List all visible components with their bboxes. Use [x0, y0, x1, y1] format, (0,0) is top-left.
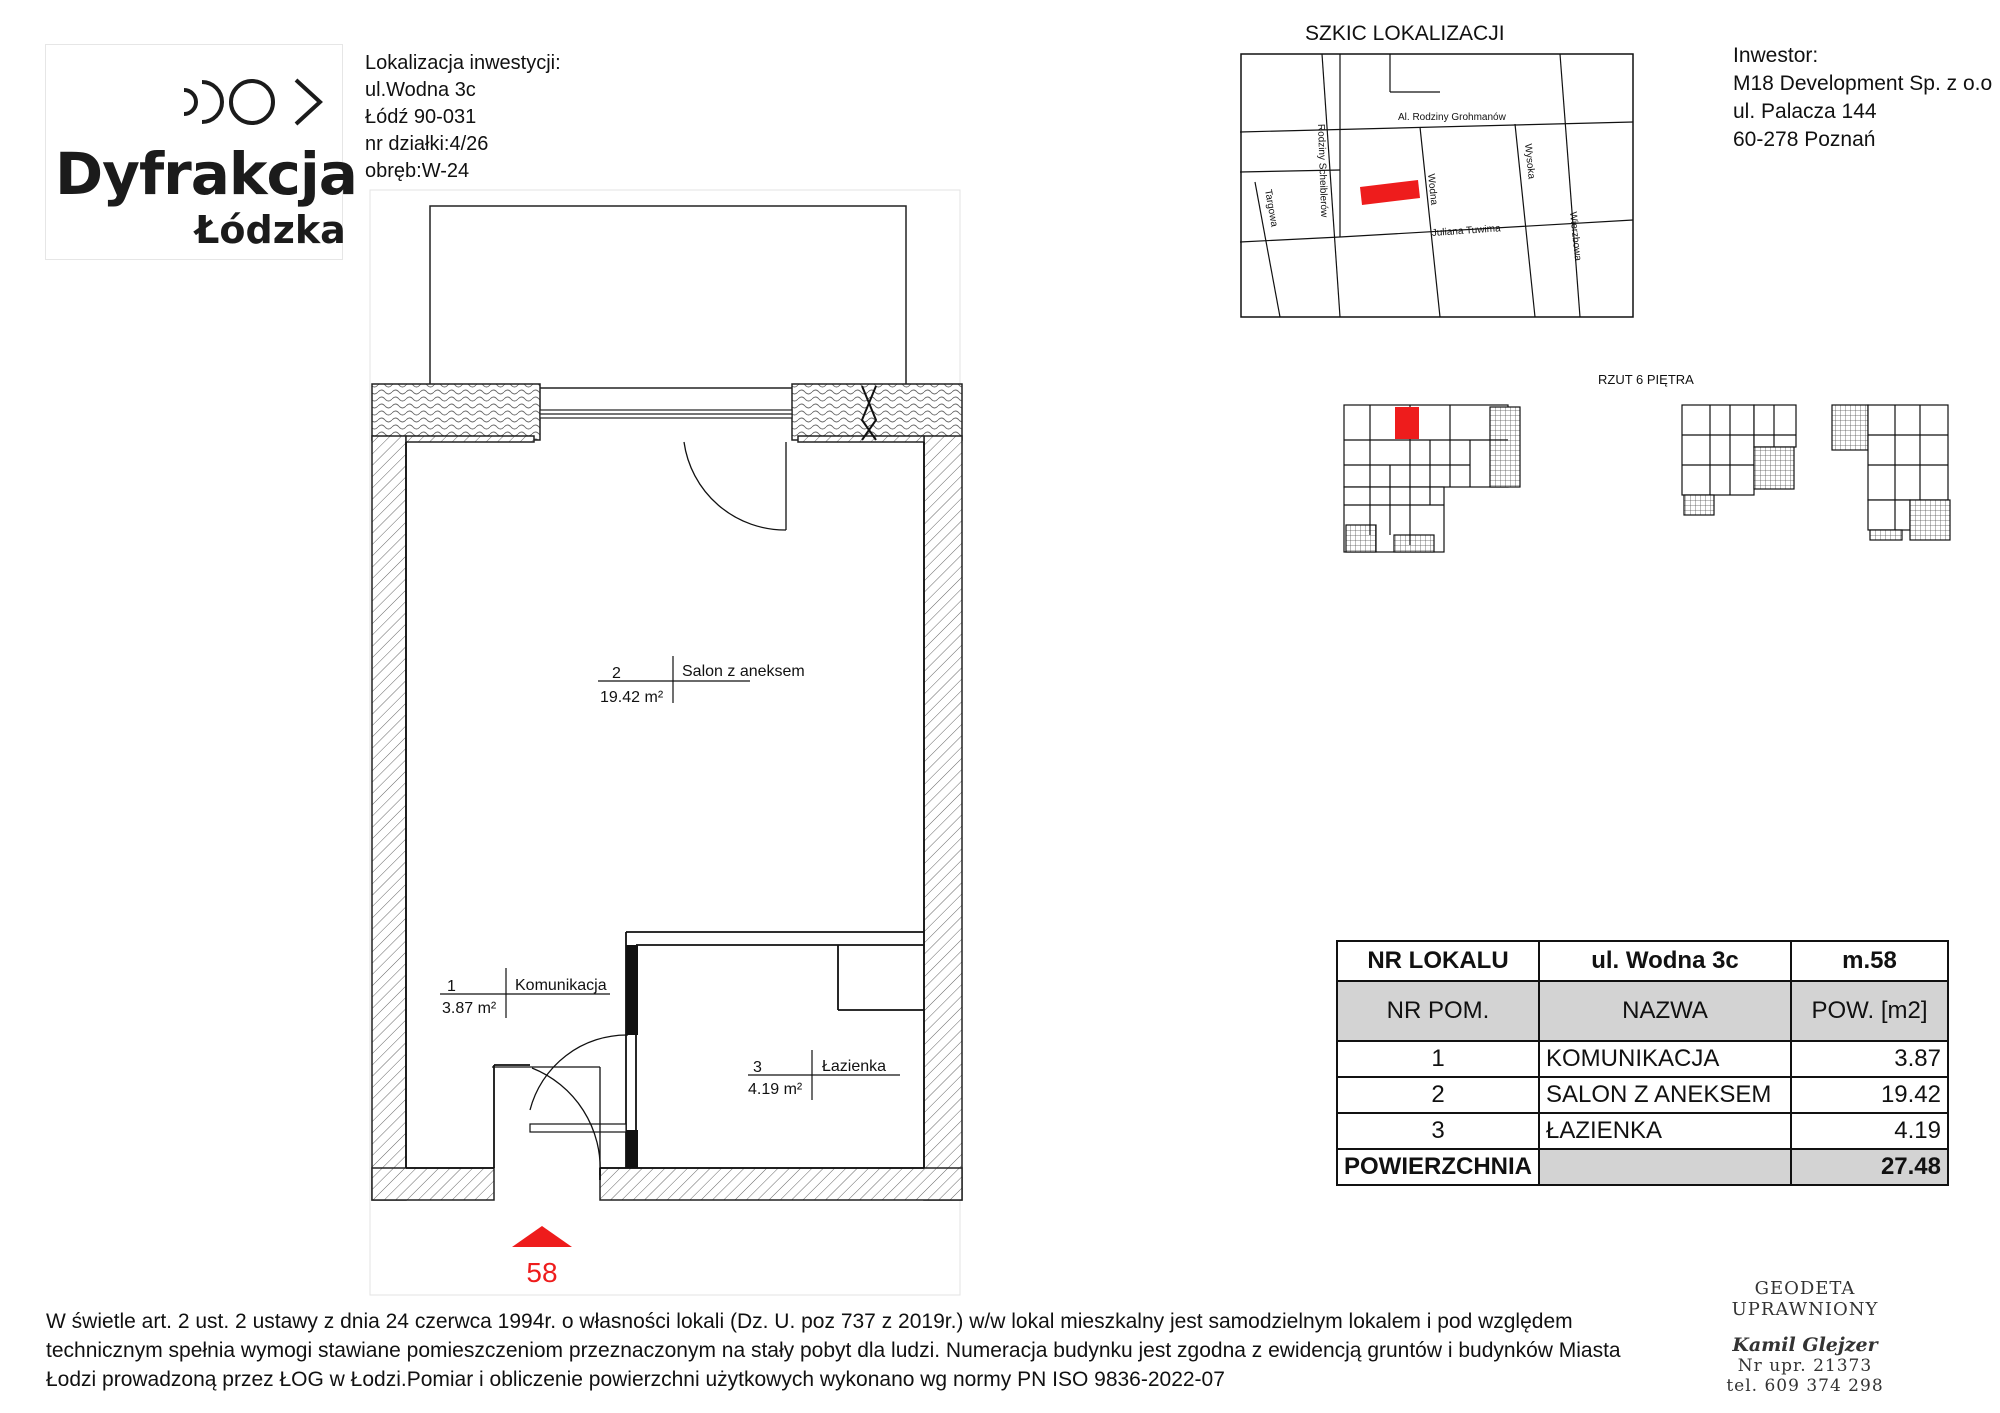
logo-subtitle: Łódzka	[195, 208, 346, 252]
legal-line-2: technicznym spełnia wymogi stawiane pomi…	[46, 1339, 1621, 1362]
room-1-number: 1	[447, 978, 456, 995]
room-2-name: Salon z aneksem	[682, 663, 805, 680]
table-columns-row: NR POM. NAZWA POW. [m2]	[1336, 980, 1949, 1042]
table-row: 2 SALON Z ANEKSEM 19.42	[1336, 1076, 1949, 1114]
investor-street: ul. Palacza 144	[1733, 100, 1877, 123]
row-area: 4.19	[1790, 1112, 1949, 1150]
total-value: 27.48	[1790, 1148, 1949, 1186]
column-name: NAZWA	[1538, 980, 1792, 1042]
floor-key-plan	[1343, 404, 1951, 553]
room-2-area: 19.42 m²	[600, 689, 664, 706]
column-nr: NR POM.	[1336, 980, 1540, 1042]
legal-notice: W świetle art. 2 ust. 2 ustawy z dnia 24…	[46, 1307, 1686, 1394]
room-3-name: Łazienka	[822, 1058, 886, 1075]
location-street: ul.Wodna 3c	[365, 79, 476, 101]
row-area: 19.42	[1790, 1076, 1949, 1114]
row-nr: 2	[1336, 1076, 1540, 1114]
table-row: 3 ŁAZIENKA 4.19	[1336, 1112, 1949, 1150]
row-nr: 1	[1336, 1040, 1540, 1078]
entrance-arrow-icon	[512, 1226, 572, 1247]
table-total-row: POWIERZCHNIA 27.48	[1336, 1148, 1949, 1186]
legal-line-3: Łodzi prowadzoną przez ŁOG w Łodzi.Pomia…	[46, 1368, 1225, 1391]
legal-line-1: W świetle art. 2 ust. 2 ustawy z dnia 24…	[46, 1310, 1573, 1333]
street-label-scheiblerow: Rodziny Scheiblerów	[1315, 124, 1329, 218]
column-area: POW. [m2]	[1790, 980, 1949, 1042]
row-nr: 3	[1336, 1112, 1540, 1150]
entrance-number: 58	[526, 1257, 557, 1288]
row-name: KOMUNIKACJA	[1538, 1040, 1792, 1078]
balcony	[429, 205, 907, 389]
logo-mark-icon	[183, 78, 323, 126]
location-info: Lokalizacja inwestycji: ul.Wodna 3c Łódź…	[365, 50, 561, 185]
room-3-area: 4.19 m²	[748, 1081, 803, 1098]
street-label-tuwima: Juliana Tuwima	[1431, 223, 1501, 239]
room-2-number: 2	[612, 665, 621, 682]
total-empty-cell	[1538, 1148, 1792, 1186]
room-3-number: 3	[753, 1059, 762, 1076]
logo-title: Dyfrakcja	[55, 140, 358, 208]
street-label-wysoka: Wysoka	[1522, 143, 1537, 180]
room-1-name: Komunikacja	[515, 977, 607, 994]
header-unit-number: m.58	[1790, 940, 1949, 982]
row-area: 3.87	[1790, 1040, 1949, 1078]
header-address: ul. Wodna 3c	[1538, 940, 1792, 982]
unit-area-table: NR LOKALU ul. Wodna 3c m.58 NR POM. NAZW…	[1336, 940, 1949, 1186]
stamp-name: Kamil Glejzer	[1732, 1334, 1878, 1356]
total-label: POWIERZCHNIA	[1336, 1148, 1540, 1186]
logo	[45, 44, 343, 260]
unit-highlight-marker	[1395, 407, 1419, 439]
row-name: SALON Z ANEKSEM	[1538, 1076, 1792, 1114]
location-precinct: obręb:W-24	[365, 160, 470, 182]
table-row: 1 KOMUNIKACJA 3.87	[1336, 1040, 1949, 1078]
location-plot: nr działki:4/26	[365, 133, 489, 155]
sketch-title: SZKIC LOKALIZACJI	[1305, 22, 1505, 45]
street-label-grohmanow: Al. Rodziny Grohmanów	[1398, 112, 1507, 123]
room-1-area: 3.87 m²	[442, 1000, 497, 1017]
investor-company: M18 Development Sp. z o.o	[1733, 72, 1993, 95]
header-unit-label: NR LOKALU	[1336, 940, 1540, 982]
location-label: Lokalizacja inwestycji:	[365, 52, 561, 74]
stamp-phone: tel. 609 374 298	[1726, 1376, 1884, 1396]
floor-plan-title: RZUT 6 PIĘTRA	[1598, 372, 1694, 387]
location-city: Łódź 90-031	[365, 106, 477, 128]
street-label-wierzbowa: Wierzbowa	[1567, 211, 1583, 262]
stamp-title: GEODETA UPRAWNIONY	[1731, 1278, 1879, 1320]
stamp-license: Nr upr. 21373	[1737, 1356, 1873, 1376]
surveyor-stamp: GEODETA UPRAWNIONY Kamil Glejzer Nr upr.…	[1680, 1270, 1930, 1396]
investor-label: Inwestor:	[1733, 44, 1819, 67]
location-sketch-map: Al. Rodziny Grohmanów Rodziny Scheibleró…	[1240, 53, 1634, 318]
street-label-wodna: Wodna	[1425, 173, 1439, 206]
investor-info: Inwestor: M18 Development Sp. z o.o ul. …	[1733, 42, 1992, 154]
row-name: ŁAZIENKA	[1538, 1112, 1792, 1150]
table-header-row: NR LOKALU ul. Wodna 3c m.58	[1336, 940, 1949, 982]
investor-city: 60-278 Poznań	[1733, 128, 1876, 151]
apartment-floor-plan: 2 Salon z aneksem 19.42 m² 1 Komunikacja…	[369, 189, 963, 1296]
